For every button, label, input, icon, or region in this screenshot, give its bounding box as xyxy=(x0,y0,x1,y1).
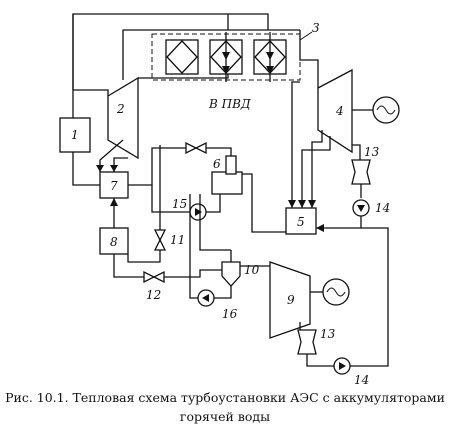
valve-top-icon xyxy=(185,141,207,155)
label-8: 8 xyxy=(110,235,118,249)
turbine-4 xyxy=(317,68,353,154)
pump-15-icon xyxy=(189,203,207,221)
label-13-top: 13 xyxy=(364,145,380,159)
label-to-hp-heaters: В ПВД xyxy=(208,97,251,111)
turbine-9 xyxy=(269,261,311,339)
label-6: 6 xyxy=(213,157,221,171)
label-1: 1 xyxy=(71,128,79,142)
pump-14-bottom-icon xyxy=(333,357,351,375)
piping-block-7 xyxy=(72,139,232,263)
label-3: 3 xyxy=(312,21,320,35)
label-12: 12 xyxy=(146,288,161,302)
accumulator-10 xyxy=(199,194,241,287)
label-9: 9 xyxy=(287,293,295,307)
figure-caption: Рис. 10.1. Тепловая схема турбоустановки… xyxy=(0,388,450,426)
label-14-bottom: 14 xyxy=(354,373,369,385)
caption-line-2: горячей воды xyxy=(179,409,271,424)
label-15: 15 xyxy=(172,197,187,211)
condenser-13-top xyxy=(351,144,371,198)
label-7: 7 xyxy=(110,179,118,193)
label-13-bottom: 13 xyxy=(320,327,336,341)
block-5 xyxy=(285,207,317,235)
label-2: 2 xyxy=(116,102,125,116)
valve-11-icon xyxy=(153,229,167,251)
valve-12-icon xyxy=(143,270,165,284)
pump-14-top-icon xyxy=(352,199,370,217)
hp-heater-1 xyxy=(165,39,199,75)
generator-2-icon xyxy=(322,278,350,306)
label-16: 16 xyxy=(222,307,238,321)
condenser-13-bottom xyxy=(297,322,334,367)
pump-16-icon xyxy=(197,289,215,307)
turbine-2 xyxy=(107,76,139,160)
label-14-top: 14 xyxy=(375,201,390,215)
steam-lines xyxy=(72,13,319,118)
label-10: 10 xyxy=(244,263,260,277)
hp-heater-3 xyxy=(253,32,287,82)
hp-heater-2 xyxy=(209,32,243,82)
turbine-4-extraction xyxy=(288,81,331,208)
block-1 xyxy=(59,117,91,153)
thermal-scheme-diagram: 1 2 3 4 5 6 7 8 9 10 11 12 13 13 14 14 1… xyxy=(59,13,400,385)
label-5: 5 xyxy=(297,215,305,229)
label-11: 11 xyxy=(170,233,185,247)
deaerator-6 xyxy=(211,150,243,195)
caption-line-1: Рис. 10.1. Тепловая схема турбоустановки… xyxy=(5,390,445,405)
label-4: 4 xyxy=(335,104,344,118)
generator-1-icon xyxy=(372,96,400,124)
